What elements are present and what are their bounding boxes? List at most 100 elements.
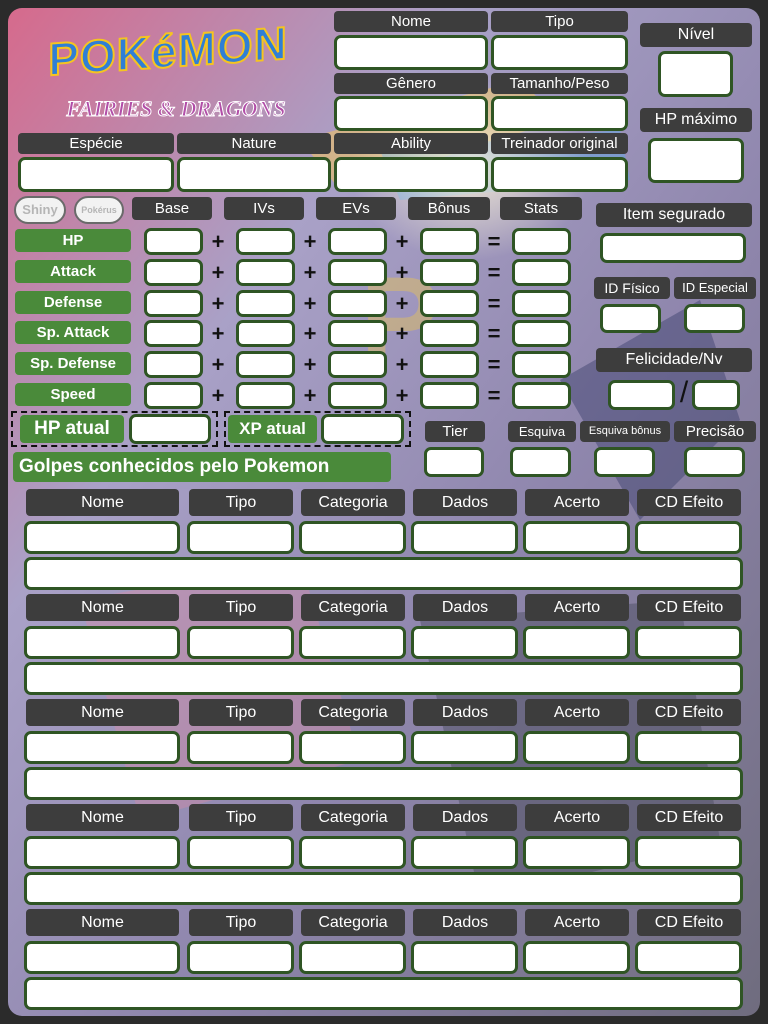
stat-hp-bonus[interactable] xyxy=(420,228,479,255)
field-felicidade-nv[interactable] xyxy=(692,380,740,410)
move-2-field-tipo[interactable] xyxy=(187,626,294,659)
label-tamanho-peso: Tamanho/Peso xyxy=(491,73,628,94)
label-xp-atual: XP atual xyxy=(228,415,317,443)
stat-defense-stats[interactable] xyxy=(512,290,571,317)
move-4-label-tipo: Tipo xyxy=(189,804,293,831)
pokerus-toggle[interactable]: Pokérus xyxy=(74,196,124,224)
move-1-field-acerto[interactable] xyxy=(523,521,630,554)
move-2-field-nome[interactable] xyxy=(24,626,180,659)
stat-speed-base[interactable] xyxy=(144,382,203,409)
stat-speed-evs[interactable] xyxy=(328,382,387,409)
move-5-description[interactable] xyxy=(24,977,743,1010)
move-4-field-dados[interactable] xyxy=(411,836,518,869)
move-3-field-cd-efeito[interactable] xyxy=(635,731,742,764)
field-nivel[interactable] xyxy=(658,51,733,97)
stat-sp-defense-stats[interactable] xyxy=(512,351,571,378)
field-especie[interactable] xyxy=(18,157,174,192)
stat-sp-attack-ivs[interactable] xyxy=(236,320,295,347)
field-nome[interactable] xyxy=(334,35,488,70)
move-3-description[interactable] xyxy=(24,767,743,800)
move-5-field-cd-efeito[interactable] xyxy=(635,941,742,974)
label-precisao: Precisão xyxy=(674,421,756,442)
label-nome: Nome xyxy=(334,11,488,32)
move-2-field-categoria[interactable] xyxy=(299,626,406,659)
field-genero[interactable] xyxy=(334,96,488,131)
field-hp-atual[interactable] xyxy=(129,414,211,444)
move-4-field-nome[interactable] xyxy=(24,836,180,869)
stat-sp-attack-base[interactable] xyxy=(144,320,203,347)
move-3-field-tipo[interactable] xyxy=(187,731,294,764)
move-3-field-nome[interactable] xyxy=(24,731,180,764)
field-xp-atual[interactable] xyxy=(321,414,404,444)
stat-attack-ivs[interactable] xyxy=(236,259,295,286)
label-especie: Espécie xyxy=(18,133,174,154)
move-4-label-nome: Nome xyxy=(26,804,179,831)
move-1-field-cd-efeito[interactable] xyxy=(635,521,742,554)
field-tipo[interactable] xyxy=(491,35,628,70)
move-4-label-categoria: Categoria xyxy=(301,804,405,831)
move-1-description[interactable] xyxy=(24,557,743,590)
field-precisao[interactable] xyxy=(684,447,745,477)
move-4-description[interactable] xyxy=(24,872,743,905)
stat-sp-attack-bonus[interactable] xyxy=(420,320,479,347)
move-2-description[interactable] xyxy=(24,662,743,695)
move-5-field-dados[interactable] xyxy=(411,941,518,974)
move-3-field-dados[interactable] xyxy=(411,731,518,764)
label-genero: Gênero xyxy=(334,73,488,94)
stat-defense-base[interactable] xyxy=(144,290,203,317)
stat-speed-stats[interactable] xyxy=(512,382,571,409)
move-5-field-nome[interactable] xyxy=(24,941,180,974)
stat-attack-base[interactable] xyxy=(144,259,203,286)
field-id-fisico[interactable] xyxy=(600,304,661,333)
move-1-field-tipo[interactable] xyxy=(187,521,294,554)
stat-attack-bonus[interactable] xyxy=(420,259,479,286)
move-5-field-categoria[interactable] xyxy=(299,941,406,974)
move-4-field-acerto[interactable] xyxy=(523,836,630,869)
field-nature[interactable] xyxy=(177,157,331,192)
move-4-field-tipo[interactable] xyxy=(187,836,294,869)
stat-speed-ivs[interactable] xyxy=(236,382,295,409)
move-2-field-acerto[interactable] xyxy=(523,626,630,659)
field-tamanho-peso[interactable] xyxy=(491,96,628,131)
field-hp-maximo[interactable] xyxy=(648,138,744,183)
field-ability[interactable] xyxy=(334,157,488,192)
move-5-field-tipo[interactable] xyxy=(187,941,294,974)
field-id-especial[interactable] xyxy=(684,304,745,333)
move-2-field-cd-efeito[interactable] xyxy=(635,626,742,659)
move-1-field-dados[interactable] xyxy=(411,521,518,554)
field-felicidade[interactable] xyxy=(608,380,675,410)
field-treinador-original[interactable] xyxy=(491,157,628,192)
field-item-segurado[interactable] xyxy=(600,233,746,263)
move-2-field-dados[interactable] xyxy=(411,626,518,659)
stat-sp-attack-evs[interactable] xyxy=(328,320,387,347)
shiny-toggle[interactable]: Shiny xyxy=(14,196,66,224)
move-5-label-tipo: Tipo xyxy=(189,909,293,936)
move-4-field-categoria[interactable] xyxy=(299,836,406,869)
stat-hp-evs[interactable] xyxy=(328,228,387,255)
stat-attack-stats[interactable] xyxy=(512,259,571,286)
stat-hp-ivs[interactable] xyxy=(236,228,295,255)
move-3-field-acerto[interactable] xyxy=(523,731,630,764)
field-tier[interactable] xyxy=(424,447,484,477)
stat-sp-defense-ivs[interactable] xyxy=(236,351,295,378)
move-1-field-categoria[interactable] xyxy=(299,521,406,554)
stat-sp-defense-bonus[interactable] xyxy=(420,351,479,378)
stat-defense-evs[interactable] xyxy=(328,290,387,317)
stat-attack-evs[interactable] xyxy=(328,259,387,286)
field-esquiva[interactable] xyxy=(510,447,571,477)
stat-sp-attack-stats[interactable] xyxy=(512,320,571,347)
stat-label-sp-defense: Sp. Defense xyxy=(15,352,131,375)
stat-defense-ivs[interactable] xyxy=(236,290,295,317)
stat-sp-defense-base[interactable] xyxy=(144,351,203,378)
move-3-field-categoria[interactable] xyxy=(299,731,406,764)
move-5-field-acerto[interactable] xyxy=(523,941,630,974)
stat-label-sp-attack: Sp. Attack xyxy=(15,321,131,344)
stat-hp-stats[interactable] xyxy=(512,228,571,255)
stat-defense-bonus[interactable] xyxy=(420,290,479,317)
stat-hp-base[interactable] xyxy=(144,228,203,255)
stat-sp-defense-evs[interactable] xyxy=(328,351,387,378)
move-4-field-cd-efeito[interactable] xyxy=(635,836,742,869)
field-esquiva-bonus[interactable] xyxy=(594,447,655,477)
move-1-field-nome[interactable] xyxy=(24,521,180,554)
stat-speed-bonus[interactable] xyxy=(420,382,479,409)
